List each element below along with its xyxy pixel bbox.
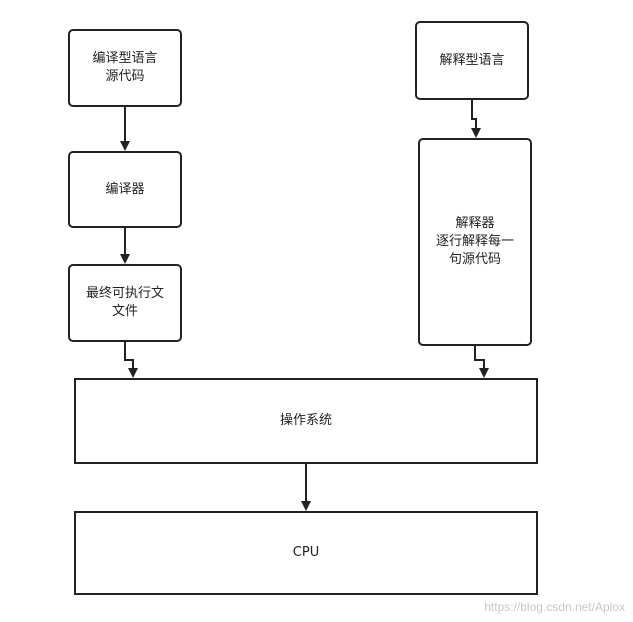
edge-interpreted-source-to-interpreter: [471, 100, 481, 138]
operating-system-node: 操作系统: [74, 378, 538, 464]
compiler-node: 编译器: [68, 151, 182, 228]
edge-executable-to-os: [124, 342, 138, 378]
cpu-node: CPU: [74, 511, 538, 595]
watermark-text: https://blog.csdn.net/Aplox: [484, 600, 625, 614]
edge-interpreter-to-os: [474, 346, 489, 378]
interpreter-node: 解释器 逐行解释每一 句源代码: [418, 138, 532, 346]
compiled-language-source-node: 编译型语言 源代码: [68, 29, 182, 107]
compiled-language-source-label: 编译型语言 源代码: [92, 51, 158, 84]
operating-system-label: 操作系统: [279, 413, 332, 428]
compiler-label: 编译器: [105, 181, 145, 197]
executable-file-node: 最终可执行文 文件: [68, 264, 182, 342]
cpu-label: CPU: [292, 545, 320, 560]
interpreter-label: 解释器 逐行解释每一 句源代码: [435, 216, 514, 267]
executable-file-label: 最终可执行文 文件: [85, 286, 164, 319]
interpreted-language-node: 解释型语言: [415, 21, 529, 100]
interpreted-language-label: 解释型语言: [439, 52, 505, 68]
